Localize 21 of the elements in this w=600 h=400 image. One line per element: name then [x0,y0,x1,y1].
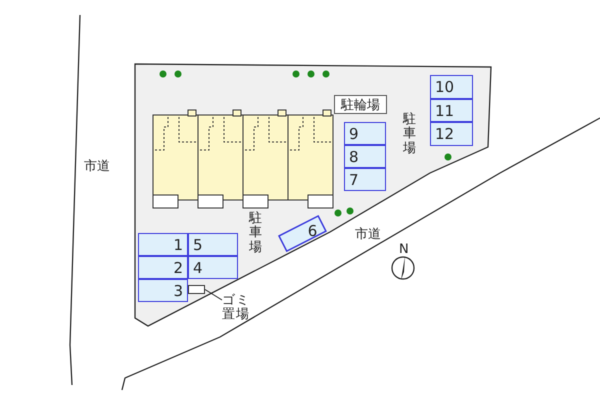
parking-space: 5 [188,233,238,256]
parking-space: 6 [279,216,326,252]
parking-space: 2 [138,256,188,279]
parking-space: 8 [344,145,386,168]
parking-space: 12 [430,122,473,146]
parking-space: 9 [344,122,386,145]
map-label: 市道 [355,228,381,243]
parking-space: 3 [138,279,188,302]
parking-space: 10 [430,75,473,99]
north-label: N [399,243,409,258]
map-label: 市道 [84,160,110,175]
map-label: 駐車場 [249,212,262,255]
signboard: 駐輪場 [334,95,387,114]
area-label: ゴミ置場 [222,294,254,323]
parking-space: 7 [344,168,386,191]
leader-line [204,289,222,300]
garbage-box [188,285,205,294]
parking-space: 11 [430,99,473,122]
parking-space: 1 [138,233,188,256]
parking-space: 4 [188,256,238,279]
map-label: 駐車場 [403,113,416,156]
